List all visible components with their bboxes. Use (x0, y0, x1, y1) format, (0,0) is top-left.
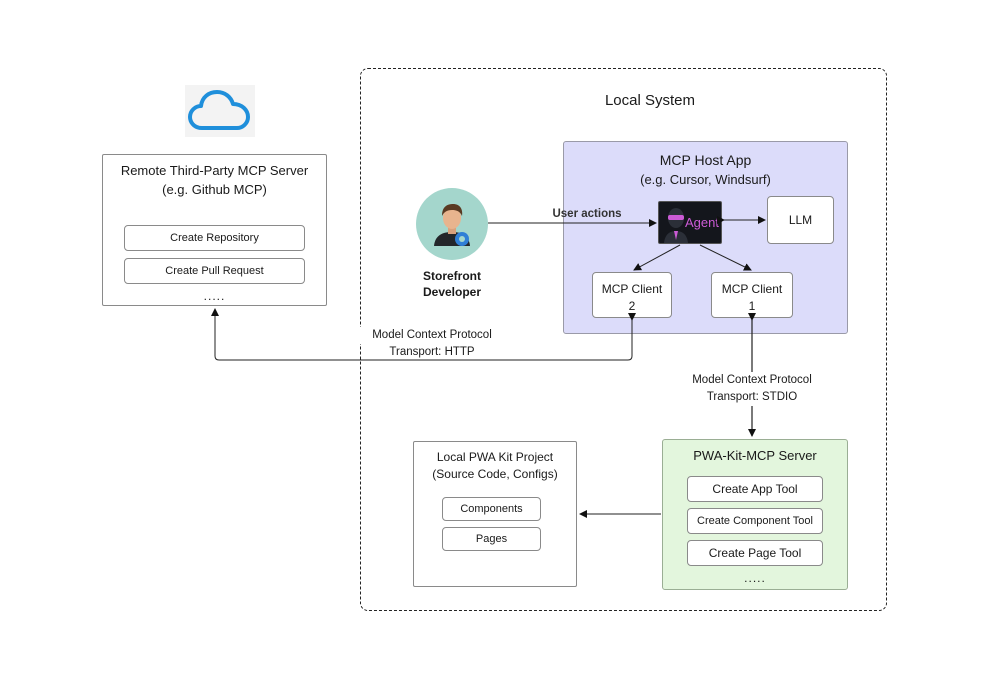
http-label-line2: Transport: HTTP (389, 346, 475, 358)
stdio-label-line1: Model Context Protocol (672, 372, 832, 389)
mcp-client-1: MCP Client 1 (711, 272, 793, 318)
local-pwa-kit-project: Local PWA Kit Project (Source Code, Conf… (413, 441, 577, 587)
cloud-icon (185, 85, 255, 137)
pwa-project-subtitle: (Source Code, Configs) (432, 467, 558, 481)
http-label-line1: Model Context Protocol (352, 327, 512, 344)
create-page-tool: Create Page Tool (687, 540, 823, 566)
agent-client2-arrow (633, 244, 681, 271)
pwa-project-title: Local PWA Kit Project (436, 450, 554, 464)
components-item: Components (442, 497, 541, 521)
host-app-title: MCP Host App (659, 152, 752, 168)
create-repository-tool: Create Repository (124, 225, 305, 251)
create-pull-request-tool: Create Pull Request (124, 258, 305, 284)
developer-label-line1: Storefront (423, 269, 481, 283)
remote-server-subtitle: (e.g. Github MCP) (162, 182, 267, 197)
agent-icon (664, 208, 688, 243)
user-actions-label: User actions (552, 208, 622, 220)
pwa-kit-mcp-server: PWA-Kit-MCP Server Create App Tool Creat… (662, 439, 848, 590)
remote-server-title: Remote Third-Party MCP Server (120, 163, 309, 178)
pwa-server-title: PWA-Kit-MCP Server (693, 448, 817, 463)
llm-node: LLM (767, 196, 834, 244)
mcp-client-1-label: MCP Client (721, 282, 783, 296)
agent-client1-arrow (699, 244, 752, 271)
agent-label: Agent (685, 215, 719, 230)
developer-label-line2: Developer (422, 285, 482, 299)
stdio-label-line2: Transport: STDIO (672, 389, 832, 406)
create-app-tool: Create App Tool (687, 476, 823, 502)
mcp-client-2-label: MCP Client (601, 282, 663, 296)
remote-server-ellipsis: ..... (203, 289, 226, 303)
mcp-client-2-number: 2 (628, 299, 636, 313)
local-system-title: Local System (604, 92, 696, 109)
create-component-tool: Create Component Tool (687, 508, 823, 534)
pages-item: Pages (442, 527, 541, 551)
agent-node: Agent (658, 201, 722, 244)
pwa-server-ellipsis: ..... (744, 571, 766, 585)
mcp-client-1-number: 1 (748, 299, 756, 313)
http-connector (211, 308, 636, 361)
host-app-subtitle: (e.g. Cursor, Windsurf) (640, 172, 771, 187)
developer-avatar (416, 188, 488, 260)
remote-mcp-server: Remote Third-Party MCP Server (e.g. Gith… (102, 154, 327, 306)
